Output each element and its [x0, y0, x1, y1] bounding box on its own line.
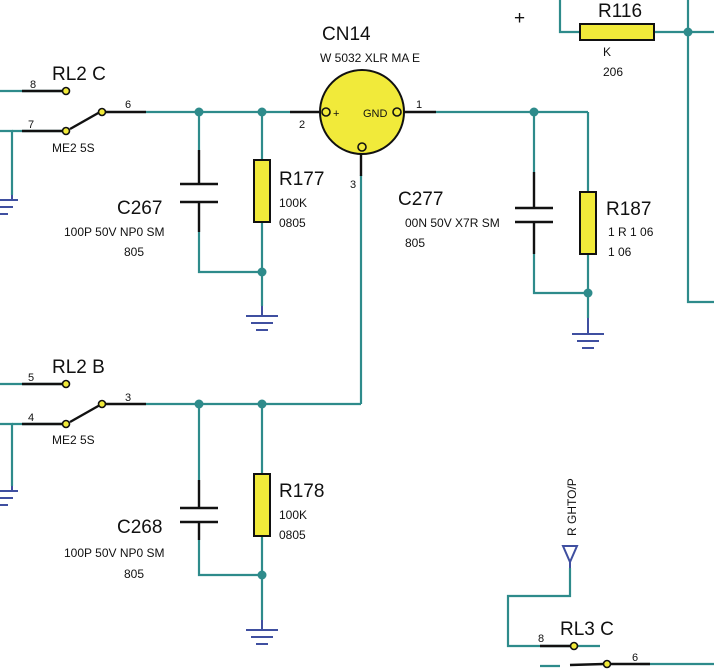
relay-pin-label: 6 [125, 99, 131, 111]
relay-pin-label: 3 [125, 392, 131, 404]
ground-symbol [572, 318, 604, 349]
resistor-package-label: 206 [603, 65, 623, 79]
connector-pin-label: 3 [350, 179, 356, 191]
resistor-value-label: 100K [279, 196, 307, 210]
capacitor-c268[interactable]: C268 100P 50V NP0 SM 805 [64, 480, 218, 581]
capacitor-ref-label: C267 [117, 198, 162, 219]
net-label-text: R GHTO/P [565, 478, 579, 536]
junction-dot [194, 399, 204, 409]
connector-pin-gnd-label: GND [363, 108, 388, 120]
capacitor-package-label: 805 [124, 245, 144, 259]
relay-pin-label: 4 [28, 412, 34, 424]
resistor-r178[interactable]: R178 100K 0805 [253, 473, 324, 542]
capacitor-package-label: 805 [124, 567, 144, 581]
relay-pin-label: 5 [28, 372, 34, 384]
relay-rl3c[interactable]: RL3 C 8 6 [538, 619, 650, 669]
junction-dot [257, 107, 267, 117]
capacitor-value-label: 100P 50V NP0 SM [64, 225, 165, 239]
resistor-package-label: 0805 [279, 528, 306, 542]
junction-dot [257, 399, 267, 409]
capacitor-c277[interactable]: C277 00N 50V X7R SM 805 [398, 172, 553, 254]
ground-symbol [0, 486, 18, 506]
plus-marker: + [514, 8, 525, 29]
relay-part-label: ME2 5S [52, 141, 95, 155]
net-port-right-output[interactable]: R GHTO/P [561, 478, 579, 568]
junctions [194, 27, 693, 580]
relay-pin-label: 7 [28, 119, 34, 131]
relay-ref-label: RL2 B [52, 357, 105, 378]
ground-symbol [246, 306, 278, 331]
connector-ref-label: CN14 [322, 24, 371, 45]
capacitor-c267[interactable]: C267 100P 50V NP0 SM 805 [64, 150, 218, 259]
relay-rl2c[interactable]: RL2 C 8 7 6 ME2 5S [22, 64, 146, 155]
relay-pin-label: 6 [632, 652, 638, 664]
capacitor-ref-label: C277 [398, 189, 443, 210]
relay-ref-label: RL3 C [560, 619, 614, 640]
junction-dot [194, 107, 204, 117]
relay-rl2b[interactable]: RL2 B 5 4 3 ME2 5S [22, 357, 146, 447]
connector-pin-label: 2 [299, 119, 305, 131]
capacitor-package-label: 805 [405, 236, 425, 250]
relay-pin-label: 8 [30, 79, 36, 91]
resistor-r116[interactable]: R116 K 206 [579, 1, 655, 79]
connector-value-label: W 5032 XLR MA E [320, 51, 420, 65]
resistor-r187[interactable]: R187 1 R 1 06 1 06 [579, 191, 654, 259]
resistor-ref-label: R177 [279, 169, 324, 190]
resistor-r177[interactable]: R177 100K 0805 [253, 159, 324, 230]
resistor-value-label: K [603, 45, 611, 59]
resistor-value-label: 1 R 1 06 [608, 225, 654, 239]
resistor-ref-label: R116 [598, 1, 642, 22]
resistor-ref-label: R187 [606, 199, 651, 220]
relay-pin-label: 8 [538, 633, 544, 645]
ground-symbol [0, 195, 18, 215]
resistor-package-label: 0805 [279, 216, 306, 230]
connector-pin-plus-label: + [333, 108, 339, 120]
relay-ref-label: RL2 C [52, 64, 106, 85]
ground-symbol [246, 620, 278, 645]
connector-cn14[interactable]: CN14 W 5032 XLR MA E + GND 1 2 3 [290, 24, 436, 191]
junction-dot [583, 288, 593, 298]
capacitor-ref-label: C268 [117, 517, 162, 538]
junction-dot [257, 267, 267, 277]
resistor-package-label: 1 06 [608, 245, 632, 259]
resistor-ref-label: R178 [279, 481, 324, 502]
junction-dot [529, 107, 539, 117]
capacitor-value-label: 100P 50V NP0 SM [64, 546, 165, 560]
junction-dot [257, 570, 267, 580]
capacitor-value-label: 00N 50V X7R SM [405, 216, 500, 230]
connector-pin-label: 1 [416, 99, 422, 111]
junction-dot [683, 27, 693, 37]
resistor-value-label: 100K [279, 508, 307, 522]
relay-part-label: ME2 5S [52, 433, 95, 447]
